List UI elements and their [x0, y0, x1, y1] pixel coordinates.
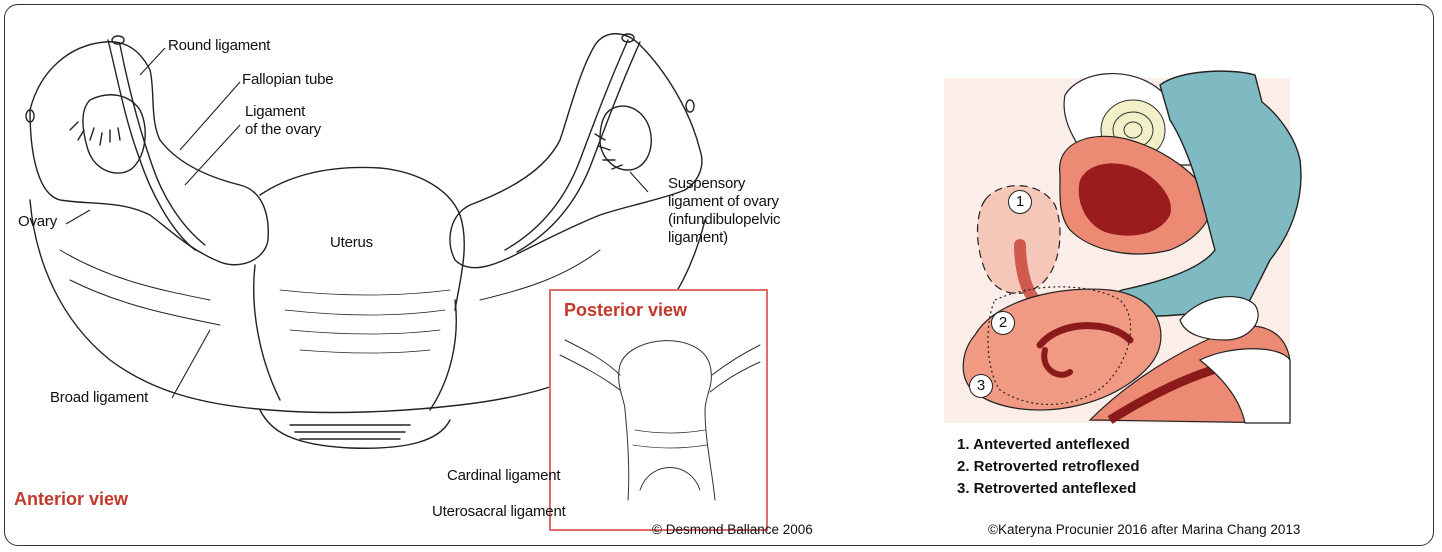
label-ligament-of-ovary-line2: of the ovary — [245, 121, 321, 138]
label-uterosacral-ligament: Uterosacral ligament — [432, 503, 566, 520]
legend-item-2: 2. Retroverted retroflexed — [957, 456, 1140, 478]
anterior-view-title: Anterior view — [14, 489, 128, 510]
label-broad-ligament: Broad ligament — [50, 389, 148, 406]
positions-legend: 1. Anteverted anteflexed 2. Retroverted … — [957, 434, 1140, 500]
label-suspensory-line4: ligament) — [668, 229, 728, 246]
marker-position-3: 3 — [969, 374, 993, 398]
credit-right: ©Kateryna Procunier 2016 after Marina Ch… — [988, 522, 1300, 537]
legend-item-3: 3. Retroverted anteflexed — [957, 478, 1140, 500]
label-round-ligament: Round ligament — [168, 37, 270, 54]
sagittal-illustration — [944, 71, 1301, 423]
label-ligament-of-ovary-line1: Ligament — [245, 103, 305, 120]
label-uterus: Uterus — [330, 234, 373, 251]
label-suspensory-line1: Suspensory — [668, 175, 745, 192]
left-adnexa — [30, 42, 268, 265]
credit-left: © Desmond Ballance 2006 — [652, 522, 813, 537]
legend-item-1: 1. Anteverted anteflexed — [957, 434, 1140, 456]
marker-position-2: 2 — [991, 311, 1015, 335]
label-suspensory-line2: ligament of ovary — [668, 193, 779, 210]
label-suspensory-line3: (infundibulopelvic — [668, 211, 780, 228]
posterior-view-title: Posterior view — [564, 300, 687, 321]
label-fallopian-tube: Fallopian tube — [242, 71, 333, 88]
right-adnexa — [450, 34, 702, 268]
marker-position-1: 1 — [1008, 190, 1032, 214]
label-cardinal-ligament: Cardinal ligament — [447, 467, 560, 484]
label-ovary: Ovary — [18, 213, 57, 230]
posterior-view-box — [550, 290, 767, 530]
